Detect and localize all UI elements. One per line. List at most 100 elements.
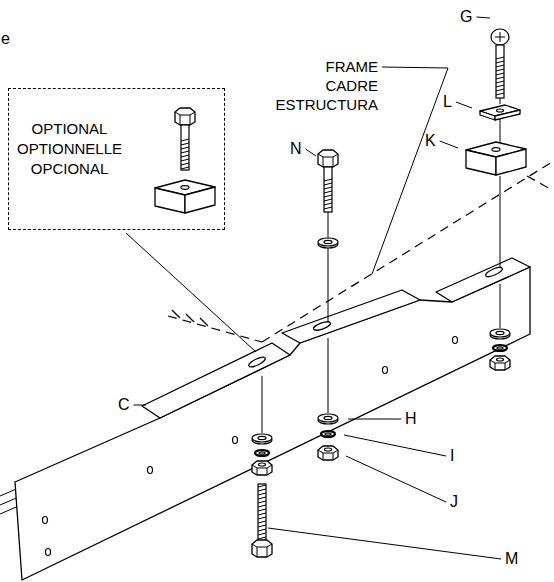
part-letter: L (443, 93, 452, 111)
block-hole (492, 148, 500, 152)
bracket-slot (248, 355, 267, 368)
bolt-thread (496, 61, 504, 63)
frame-break (186, 314, 194, 322)
option-note: OPCIONAL (17, 159, 122, 179)
hex-nut-edge (323, 453, 324, 460)
bolt-shank (181, 125, 189, 170)
hex-nut (318, 446, 338, 460)
leader-line (476, 17, 490, 18)
washer-hole (497, 347, 503, 349)
bracket-hole (453, 337, 458, 344)
bolt-thread (496, 57, 504, 59)
leader-line (346, 456, 446, 502)
bolt-thread (181, 147, 189, 149)
optional-box: OPTIONALOPTIONNELLEOPCIONAL (8, 88, 225, 230)
part-letter: H (405, 410, 417, 428)
assembly-line (328, 338, 329, 413)
frame-label: ESTRUCTURA (275, 96, 378, 114)
optional-hardware (155, 108, 215, 213)
washer-hole (496, 331, 504, 334)
frame-break (172, 310, 180, 318)
bolt-thread (181, 143, 189, 145)
bolt-shank (496, 45, 504, 98)
flat-washer (318, 414, 338, 422)
bolt-thread (258, 513, 266, 515)
square-washer-edge (495, 110, 520, 120)
leader-line (440, 141, 458, 148)
bolt-thread (258, 521, 266, 523)
nut-hole (259, 463, 266, 466)
bracket-flange (436, 258, 530, 302)
bolt-thread (496, 69, 504, 71)
bolt-shank (258, 484, 266, 541)
screw-slot (500, 32, 501, 42)
bolt-thread (258, 485, 266, 487)
hex-nut-edge (505, 363, 506, 370)
bracket-flange (142, 343, 290, 418)
bolt-thread (324, 191, 332, 193)
leader-line (134, 405, 146, 406)
bolt-thread (324, 203, 332, 205)
leader-line (306, 149, 316, 156)
option-note: OPTIONAL (17, 119, 122, 139)
bolt-thread (181, 167, 189, 169)
spacer-block-side (496, 149, 526, 175)
round-head-screw (491, 29, 509, 45)
bolt-thread (181, 151, 189, 153)
nut-hole (325, 448, 332, 451)
bracket-slot (313, 320, 332, 332)
hex-bolt-head-edge (267, 547, 268, 557)
hex-bolt-head-edge (257, 547, 258, 557)
bracket-hole (233, 437, 238, 444)
hex-nut-edge (267, 468, 268, 475)
bolt-thread (324, 207, 332, 209)
part-letter: N (290, 140, 302, 158)
bracket-flange (282, 290, 420, 343)
bolt-thread (258, 525, 266, 527)
bolt-thread (258, 517, 266, 519)
assembly-lines (262, 98, 500, 433)
leader-line (372, 67, 448, 274)
mounting-bracket (0, 258, 530, 580)
spacer-block-front (155, 188, 185, 213)
bolt-thread (181, 139, 189, 141)
bolt-thread (324, 179, 332, 181)
hex-nut-edge (333, 453, 334, 460)
lock-washer (255, 450, 269, 456)
frame-label: FRAME (326, 58, 379, 76)
washer-hole (324, 416, 332, 419)
bracket-hole (148, 467, 153, 474)
bolt-thread (496, 65, 504, 67)
part-letter: K (425, 132, 436, 150)
washer-hole (324, 240, 332, 243)
hex-bolt-head (318, 150, 338, 167)
bracket-hole (383, 367, 388, 374)
flat-washer (490, 329, 510, 337)
bolt-thread (258, 505, 266, 507)
hex-nut-edge (257, 468, 258, 475)
bolt-thread (258, 501, 266, 503)
bracket-slot (485, 266, 504, 279)
hex-bolt-head-edge (323, 157, 324, 167)
bolt-thread (258, 533, 266, 535)
hex-bolt-head-edge (180, 115, 181, 125)
bolt-thread (258, 493, 266, 495)
assembly-line (328, 248, 329, 322)
bolt-thread (496, 89, 504, 91)
leader-line (268, 528, 501, 559)
lock-washer (321, 431, 335, 437)
bolt-thread (258, 489, 266, 491)
bolt-thread (324, 183, 332, 185)
bolt-thread (258, 497, 266, 499)
hex-bolt-head-edge (252, 544, 272, 547)
leader-lines (134, 17, 501, 559)
bolt-thread (496, 93, 504, 95)
hex-bolt-head-edge (333, 157, 334, 167)
frame-label: CADRE (325, 77, 378, 95)
hex-nut (252, 461, 272, 475)
washer-hole (497, 109, 504, 112)
flat-washer (318, 238, 338, 246)
part-letter: C (118, 396, 130, 414)
hex-bolt-head-edge (175, 112, 195, 115)
assembly-line (500, 284, 501, 328)
